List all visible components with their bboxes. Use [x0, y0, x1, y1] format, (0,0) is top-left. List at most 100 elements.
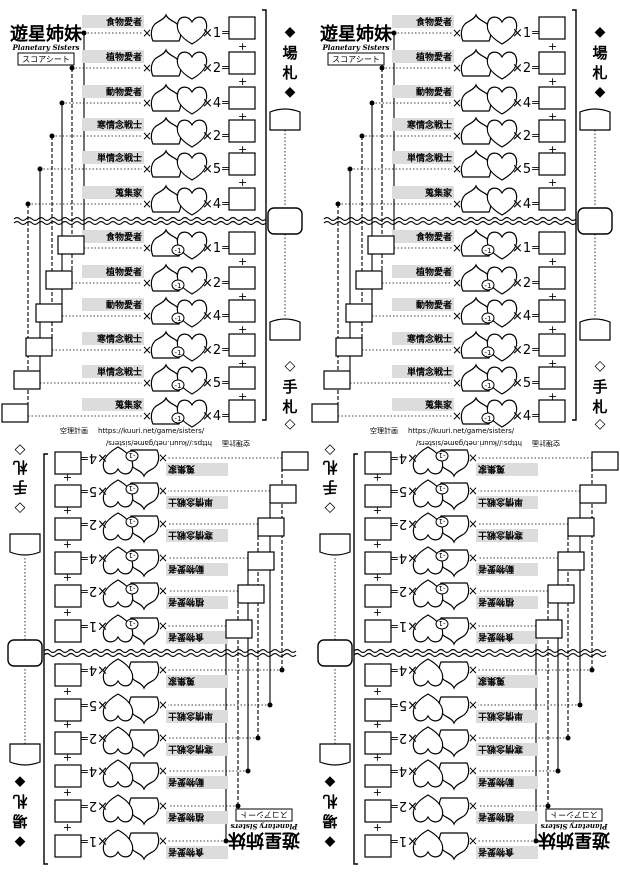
hand-card-slot[interactable] [355, 270, 383, 290]
heart-card-slot[interactable] [486, 299, 518, 328]
field-total-box[interactable] [269, 108, 301, 131]
score-box[interactable] [54, 619, 82, 643]
hand-total-box[interactable] [579, 318, 611, 341]
heart-card-slot[interactable] [486, 119, 518, 148]
grand-total-box[interactable] [267, 207, 303, 235]
heart-card-slot[interactable] [486, 86, 518, 115]
hand-card-slot[interactable] [13, 370, 41, 390]
score-box[interactable] [538, 333, 566, 357]
score-box[interactable] [364, 663, 392, 687]
heart-card-slot[interactable] [102, 546, 134, 575]
heart-card-slot[interactable] [486, 231, 518, 260]
hand-card-slot[interactable] [557, 551, 585, 571]
heart-card-slot[interactable] [412, 446, 444, 475]
score-box[interactable] [54, 551, 82, 575]
heart-card-slot[interactable] [176, 152, 208, 181]
grand-total-box[interactable] [7, 639, 43, 667]
hand-card-slot[interactable] [591, 451, 619, 471]
hand-card-slot[interactable] [35, 303, 63, 323]
score-box[interactable] [364, 484, 392, 508]
hand-card-slot[interactable] [579, 484, 607, 504]
heart-card-slot[interactable] [102, 726, 134, 755]
score-box[interactable] [538, 51, 566, 75]
heart-card-slot[interactable] [412, 794, 444, 823]
score-box[interactable] [364, 834, 392, 858]
heart-card-slot[interactable] [176, 266, 208, 295]
heart-card-slot[interactable] [486, 16, 518, 45]
score-box[interactable] [364, 584, 392, 608]
score-box[interactable] [54, 517, 82, 541]
score-box[interactable] [364, 451, 392, 475]
score-box[interactable] [228, 119, 256, 143]
score-box[interactable] [54, 698, 82, 722]
score-box[interactable] [538, 266, 566, 290]
heart-card-slot[interactable] [486, 366, 518, 395]
hand-card-slot[interactable] [57, 235, 85, 255]
heart-card-slot[interactable] [412, 658, 444, 687]
score-box[interactable] [228, 333, 256, 357]
hand-card-slot[interactable] [547, 584, 575, 604]
hand-card-slot[interactable] [345, 303, 373, 323]
onion-card-slot[interactable] [150, 83, 182, 112]
score-box[interactable] [538, 119, 566, 143]
heart-card-slot[interactable] [176, 16, 208, 45]
score-box[interactable] [54, 484, 82, 508]
onion-card-slot[interactable] [438, 797, 470, 826]
onion-card-slot[interactable] [150, 184, 182, 213]
onion-card-slot[interactable] [460, 116, 492, 145]
heart-card-slot[interactable] [412, 829, 444, 858]
hand-card-slot[interactable] [311, 403, 339, 423]
score-box[interactable] [364, 698, 392, 722]
hand-card-slot[interactable] [247, 551, 275, 571]
score-box[interactable] [228, 51, 256, 75]
onion-card-slot[interactable] [128, 696, 160, 725]
score-box[interactable] [228, 299, 256, 323]
onion-card-slot[interactable] [438, 762, 470, 791]
heart-card-slot[interactable] [102, 579, 134, 608]
score-box[interactable] [54, 799, 82, 823]
heart-card-slot[interactable] [176, 299, 208, 328]
score-box[interactable] [228, 16, 256, 40]
heart-card-slot[interactable] [486, 187, 518, 216]
score-box[interactable] [54, 663, 82, 687]
heart-card-slot[interactable] [102, 759, 134, 788]
onion-card-slot[interactable] [438, 832, 470, 861]
score-box[interactable] [538, 231, 566, 255]
score-box[interactable] [228, 266, 256, 290]
heart-card-slot[interactable] [176, 86, 208, 115]
heart-card-slot[interactable] [412, 614, 444, 643]
heart-card-slot[interactable] [486, 51, 518, 80]
field-total-box[interactable] [9, 743, 41, 766]
hand-card-slot[interactable] [567, 517, 595, 537]
heart-card-slot[interactable] [102, 658, 134, 687]
heart-card-slot[interactable] [486, 152, 518, 181]
heart-card-slot[interactable] [486, 399, 518, 428]
onion-card-slot[interactable] [150, 13, 182, 42]
onion-card-slot[interactable] [128, 797, 160, 826]
heart-card-slot[interactable] [102, 446, 134, 475]
score-box[interactable] [364, 517, 392, 541]
heart-card-slot[interactable] [176, 366, 208, 395]
hand-card-slot[interactable] [323, 370, 351, 390]
heart-card-slot[interactable] [102, 693, 134, 722]
heart-card-slot[interactable] [176, 187, 208, 216]
hand-card-slot[interactable] [237, 584, 265, 604]
hand-card-slot[interactable] [1, 403, 29, 423]
heart-card-slot[interactable] [412, 726, 444, 755]
score-box[interactable] [538, 399, 566, 423]
onion-card-slot[interactable] [128, 729, 160, 758]
score-box[interactable] [54, 834, 82, 858]
score-box[interactable] [538, 366, 566, 390]
heart-card-slot[interactable] [412, 546, 444, 575]
hand-total-box[interactable] [269, 318, 301, 341]
score-box[interactable] [228, 399, 256, 423]
heart-card-slot[interactable] [412, 512, 444, 541]
heart-card-slot[interactable] [102, 614, 134, 643]
score-box[interactable] [364, 551, 392, 575]
score-box[interactable] [538, 187, 566, 211]
score-box[interactable] [538, 16, 566, 40]
score-box[interactable] [538, 152, 566, 176]
score-box[interactable] [538, 299, 566, 323]
grand-total-box[interactable] [577, 207, 613, 235]
score-box[interactable] [228, 187, 256, 211]
